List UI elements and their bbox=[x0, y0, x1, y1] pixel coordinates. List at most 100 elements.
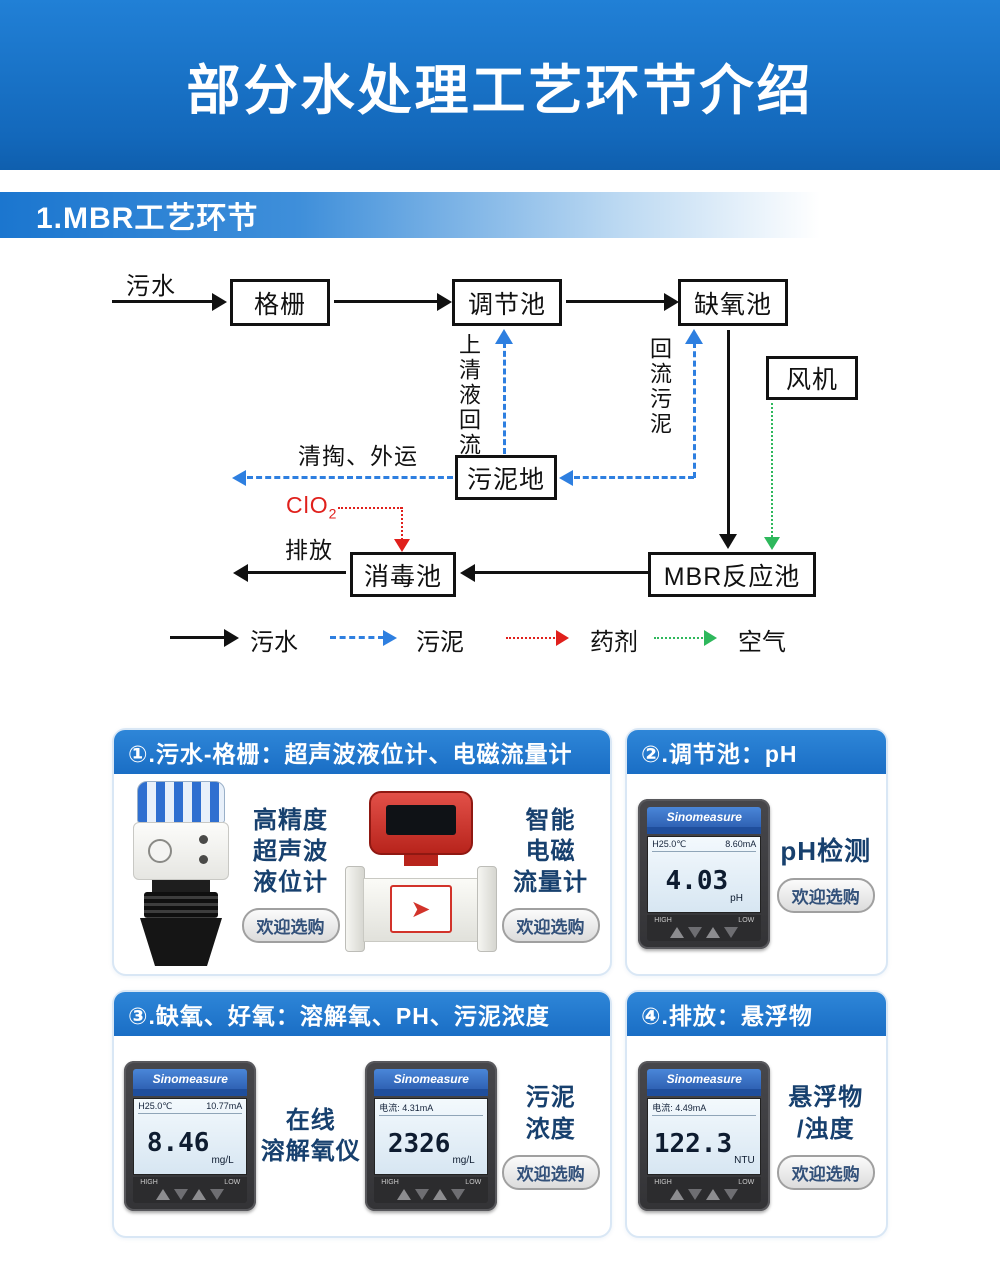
ultrasonic-cap bbox=[136, 781, 225, 823]
card2-header: ②.调节池：pH bbox=[627, 730, 886, 774]
arrowhead-return-sludge bbox=[685, 329, 703, 344]
device-low-label: LOW bbox=[738, 1179, 755, 1186]
device-sub-band bbox=[647, 827, 762, 834]
card-sewage-grille: ①.污水-格栅：超声波液位计、电磁流量计 高精度 超声波 液位计 欢迎选购 bbox=[112, 728, 612, 976]
ph-text: pH检测 欢迎选购 bbox=[776, 835, 875, 914]
flow-box-grille: 格栅 bbox=[230, 279, 330, 326]
screen-reading-left: H25.0℃ bbox=[138, 1101, 173, 1111]
flowmeter-flange bbox=[476, 866, 497, 952]
turbidity-controller-device: Sinomeasure 电流: 4.49mA 122.3 NTU HIGH LO… bbox=[638, 1061, 771, 1211]
sludge-meter-text: 污泥 浓度 欢迎选购 bbox=[501, 1082, 600, 1190]
arrowhead-sewage-to-grille bbox=[212, 293, 227, 311]
device-keypad: HIGH LOW bbox=[374, 1177, 489, 1203]
device-brand: Sinomeasure bbox=[647, 1069, 762, 1089]
card3-body: Sinomeasure H25.0℃ 10.77mA 8.46 mg/L HIG… bbox=[114, 1036, 610, 1236]
arrow-clo2-vertical bbox=[401, 507, 403, 540]
legend-line-chemical bbox=[506, 637, 558, 639]
arrowhead-supernatant-return bbox=[495, 329, 513, 344]
flow-box-disinfection-tank: 消毒池 bbox=[350, 552, 456, 597]
flow-box-regulating-tank: 调节池 bbox=[452, 279, 562, 326]
ultrasonic-level-meter-image bbox=[125, 781, 237, 967]
arrow-supernatant-return-line bbox=[503, 342, 506, 454]
legend-arrowhead-sewage bbox=[224, 629, 239, 647]
arrowhead-mbr-to-disinfection bbox=[460, 564, 475, 582]
buy-now-badge[interactable]: 欢迎选购 bbox=[501, 1154, 600, 1190]
device-screen: 电流: 4.49mA 122.3 NTU bbox=[647, 1098, 762, 1175]
device-screen: H25.0℃ 8.60mA 4.03 pH bbox=[647, 836, 762, 913]
level-meter-text: 高精度 超声波 液位计 欢迎选购 bbox=[241, 805, 340, 944]
flow-box-sludge-pit: 污泥地 bbox=[455, 455, 557, 500]
ultrasonic-collar bbox=[151, 880, 210, 892]
label-sewage-inflow: 污水 bbox=[126, 273, 176, 300]
legend-label-sewage: 污水 bbox=[250, 629, 298, 656]
device-key-triangles bbox=[670, 1189, 739, 1200]
flow-meter-line: 流量计 bbox=[513, 869, 588, 897]
buy-now-badge[interactable]: 欢迎选购 bbox=[776, 878, 875, 914]
section-header: 1.MBR工艺环节 bbox=[0, 192, 1000, 238]
screen-reading-left: 电流: 4.31mA bbox=[379, 1103, 434, 1113]
card4-header: ④.排放：悬浮物 bbox=[627, 992, 886, 1036]
label-clo2-main: ClO bbox=[286, 492, 329, 518]
arrowhead-grille-to-regulating bbox=[437, 293, 452, 311]
device-screen: 电流: 4.31mA 2326 mg/L bbox=[374, 1098, 489, 1175]
device-key-triangles bbox=[156, 1189, 225, 1200]
legend-line-sewage bbox=[170, 636, 226, 639]
device-brand: Sinomeasure bbox=[374, 1069, 489, 1089]
legend-arrowhead-chemical bbox=[556, 630, 569, 646]
turbidity-line: 悬浮物 bbox=[788, 1084, 864, 1112]
ultrasonic-cone bbox=[139, 918, 222, 966]
sludge-concentration-controller-device: Sinomeasure 电流: 4.31mA 2326 mg/L HIGH LO… bbox=[365, 1061, 498, 1211]
ultrasonic-body bbox=[132, 822, 229, 880]
label-discharge: 排放 bbox=[285, 537, 333, 563]
label-return-sludge: 回流污泥 bbox=[647, 337, 672, 437]
legend-arrowhead-air bbox=[704, 630, 717, 646]
buy-now-badge[interactable]: 欢迎选购 bbox=[776, 1154, 875, 1190]
arrowhead-to-sludge-pit bbox=[559, 470, 573, 486]
arrowhead-fan-to-mbr bbox=[764, 537, 780, 550]
turbidity-line: /浊度 bbox=[796, 1115, 855, 1143]
screen-value: 2326 bbox=[387, 1129, 451, 1159]
card3-header: ③.缺氧、好氧：溶解氧、PH、污泥浓度 bbox=[114, 992, 610, 1036]
screen-value: 122.3 bbox=[653, 1129, 733, 1159]
card4-body: Sinomeasure 电流: 4.49mA 122.3 NTU HIGH LO… bbox=[627, 1036, 886, 1236]
arrow-sludge-removal-line bbox=[247, 476, 453, 479]
card2-body: Sinomeasure H25.0℃ 8.60mA 4.03 pH HIGH L… bbox=[627, 774, 886, 974]
legend-arrowhead-sludge bbox=[383, 630, 397, 646]
arrowhead-disinfection-to-discharge bbox=[233, 564, 248, 582]
arrow-fan-to-mbr-line bbox=[771, 403, 773, 537]
buy-now-badge[interactable]: 欢迎选购 bbox=[241, 908, 340, 944]
do-meter-text: 在线 溶解氧仪 bbox=[261, 1105, 361, 1167]
screen-reading-left: 电流: 4.49mA bbox=[652, 1103, 707, 1113]
screen-unit: mg/L bbox=[211, 1155, 234, 1166]
flow-box-mbr-reactor: MBR反应池 bbox=[648, 552, 816, 597]
flow-box-fan: 风机 bbox=[766, 356, 858, 400]
flow-meter-text: 智能 电磁 流量计 欢迎选购 bbox=[501, 805, 600, 944]
device-brand: Sinomeasure bbox=[647, 807, 762, 827]
level-meter-line: 高精度 bbox=[253, 806, 328, 834]
section-title: 1.MBR工艺环节 bbox=[36, 202, 259, 235]
label-clo2-sub: 2 bbox=[328, 505, 338, 522]
device-high-label: HIGH bbox=[140, 1179, 158, 1186]
flow-meter-line: 智能 bbox=[525, 806, 576, 834]
screen-value: 8.46 bbox=[146, 1128, 210, 1158]
flow-meter-line: 电磁 bbox=[525, 837, 576, 865]
arrow-return-sludge-line bbox=[693, 342, 696, 478]
arrowhead-clo2 bbox=[394, 539, 410, 552]
do-meter-line: 在线 bbox=[285, 1106, 336, 1134]
device-high-label: HIGH bbox=[654, 917, 672, 924]
arrowhead-anoxic-to-mbr bbox=[719, 534, 737, 549]
ultrasonic-knob bbox=[198, 855, 208, 864]
dissolved-oxygen-controller-device: Sinomeasure H25.0℃ 10.77mA 8.46 mg/L HIG… bbox=[124, 1061, 257, 1211]
turbidity-text: 悬浮物 /浊度 欢迎选购 bbox=[776, 1082, 875, 1190]
flow-direction-arrow-icon: ➤ bbox=[389, 885, 452, 933]
device-low-label: LOW bbox=[465, 1179, 482, 1186]
screen-reading-right: 10.77mA bbox=[206, 1101, 243, 1111]
arrowhead-sludge-removal bbox=[232, 470, 246, 486]
arrow-regulating-to-anoxic bbox=[566, 300, 666, 303]
buy-now-badge[interactable]: 欢迎选购 bbox=[501, 908, 600, 944]
device-keypad: HIGH LOW bbox=[647, 915, 762, 941]
legend-label-air: 空气 bbox=[738, 629, 786, 656]
arrow-anoxic-to-mbr bbox=[727, 330, 730, 536]
arrow-clo2-horizontal bbox=[338, 507, 402, 509]
arrow-sewage-to-grille bbox=[112, 300, 212, 303]
